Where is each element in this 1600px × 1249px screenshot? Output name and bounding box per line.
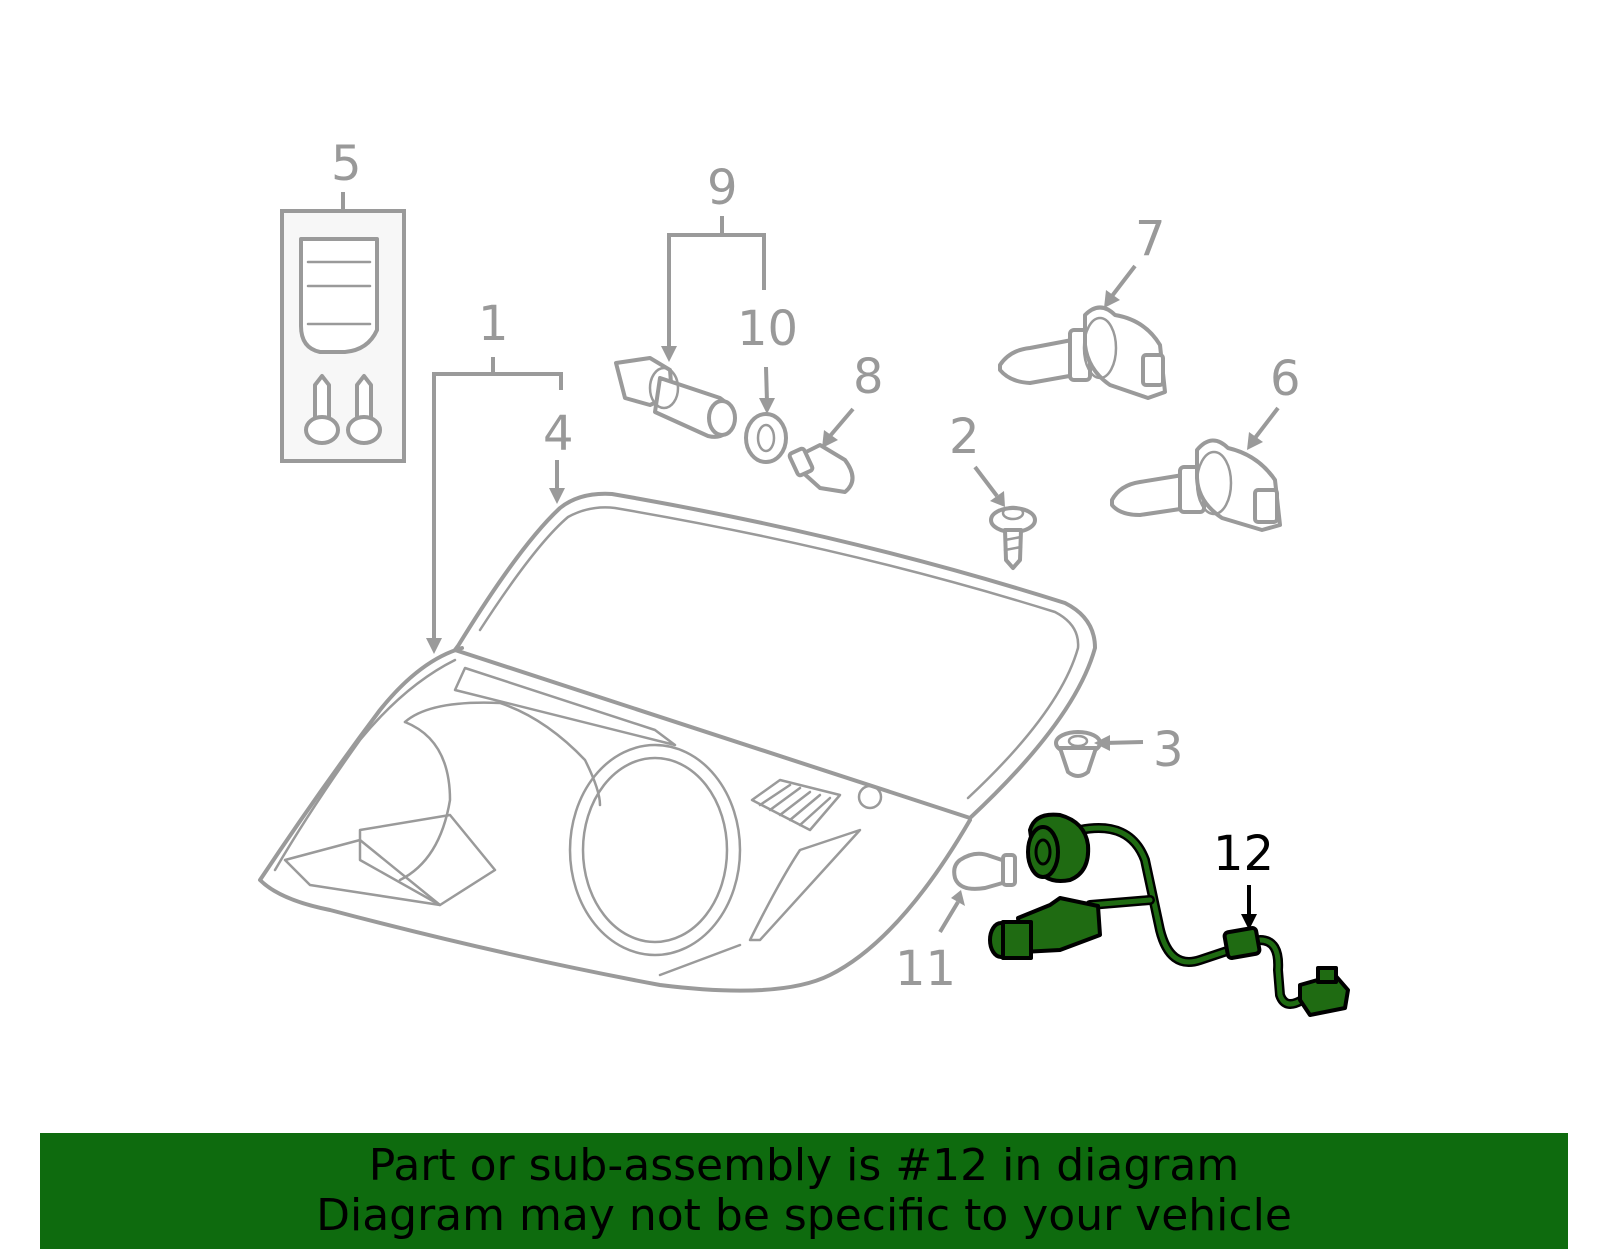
- part-7-headlamp-bulb[interactable]: [998, 305, 1167, 400]
- part-9-bulb-socket[interactable]: [614, 356, 737, 439]
- banner-line-2: Diagram may not be specific to your vehi…: [316, 1190, 1292, 1241]
- part-1-headlamp-assembly[interactable]: [258, 491, 1097, 993]
- callout-1: 1: [478, 296, 509, 352]
- info-banner: Part or sub-assembly is #12 in diagram D…: [40, 1133, 1568, 1249]
- banner-line-1: Part or sub-assembly is #12 in diagram: [368, 1140, 1240, 1191]
- part-2-screw[interactable]: [989, 505, 1037, 570]
- part-3-clip-nut[interactable]: [1054, 730, 1102, 778]
- part-8-wedge-bulb[interactable]: [787, 443, 855, 494]
- callout-6: 6: [1270, 351, 1301, 407]
- part-12-socket-harness[interactable]: [988, 812, 1350, 1017]
- callout-12: 12: [1213, 826, 1274, 882]
- callout-10: 10: [737, 301, 798, 357]
- callout-7: 7: [1135, 211, 1166, 267]
- part-5-hardware-kit[interactable]: [280, 209, 406, 463]
- callout-2: 2: [949, 409, 980, 465]
- part-10-o-ring[interactable]: [744, 412, 788, 464]
- callout-11: 11: [895, 941, 956, 997]
- callout-9: 9: [707, 160, 738, 216]
- callout-5: 5: [331, 136, 362, 192]
- callout-4: 4: [543, 406, 574, 462]
- part-11-small-bulb[interactable]: [952, 851, 1017, 891]
- callout-3: 3: [1153, 722, 1184, 778]
- part-6-headlamp-bulb[interactable]: [1110, 438, 1282, 532]
- callout-8: 8: [853, 349, 884, 405]
